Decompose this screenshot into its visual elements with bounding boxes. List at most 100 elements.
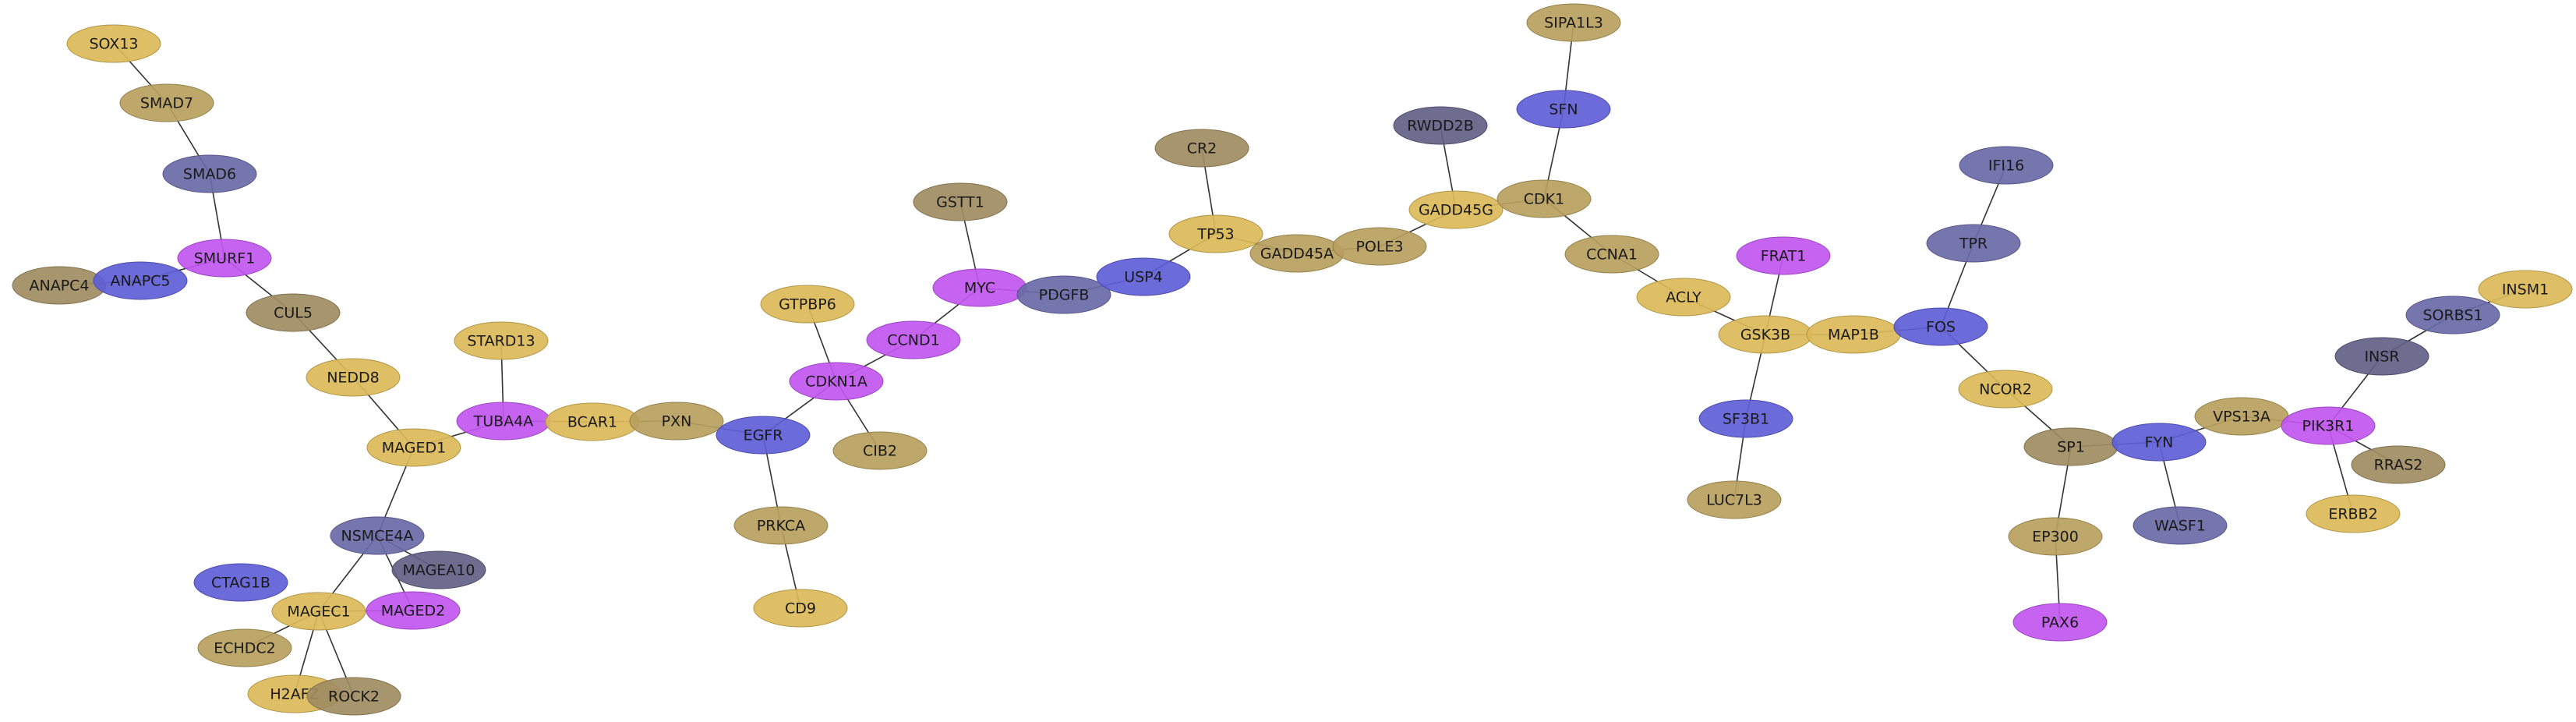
node-shape[interactable] — [366, 428, 461, 467]
node-shape[interactable] — [197, 628, 292, 667]
node-sorbs1[interactable]: SORBS1 — [2405, 296, 2500, 334]
node-wasf1[interactable]: WASF1 — [2133, 506, 2228, 545]
node-cr2[interactable]: CR2 — [1154, 129, 1249, 168]
node-shape[interactable] — [2306, 494, 2401, 533]
node-shape[interactable] — [1016, 275, 1111, 314]
node-pik3r1[interactable]: PIK3R1 — [2281, 406, 2376, 445]
node-ifi16[interactable]: IFI16 — [1959, 146, 2054, 185]
node-shape[interactable] — [1698, 399, 1793, 438]
node-shape[interactable] — [2478, 270, 2573, 309]
node-gadd45g[interactable]: GADD45G — [1408, 190, 1504, 229]
node-shape[interactable] — [306, 358, 401, 397]
node-sf3b1[interactable]: SF3B1 — [1698, 399, 1793, 438]
node-shape[interactable] — [246, 293, 341, 332]
node-rock2[interactable]: ROCK2 — [306, 677, 401, 716]
node-shape[interactable] — [1959, 146, 2054, 185]
node-shape[interactable] — [629, 402, 724, 441]
node-sipa1l3[interactable]: SIPA1L3 — [1526, 3, 1621, 42]
node-shape[interactable] — [1516, 90, 1611, 129]
node-nsmce4a[interactable]: NSMCE4A — [330, 516, 425, 555]
node-smurf1[interactable]: SMURF1 — [177, 239, 272, 278]
node-cib2[interactable]: CIB2 — [832, 431, 928, 470]
node-shape[interactable] — [1408, 190, 1504, 229]
node-tuba4a[interactable]: TUBA4A — [456, 402, 551, 441]
node-shape[interactable] — [1736, 236, 1831, 275]
node-shape[interactable] — [789, 362, 884, 401]
node-frat1[interactable]: FRAT1 — [1736, 236, 1831, 275]
node-pxn[interactable]: PXN — [629, 402, 724, 441]
node-shape[interactable] — [119, 83, 214, 122]
node-shape[interactable] — [2111, 423, 2207, 462]
node-shape[interactable] — [2133, 506, 2228, 545]
node-rwdd2b[interactable]: RWDD2B — [1393, 106, 1488, 145]
node-shape[interactable] — [1496, 179, 1592, 218]
node-insr[interactable]: INSR — [2334, 337, 2429, 376]
node-tpr[interactable]: TPR — [1926, 224, 2021, 263]
node-shape[interactable] — [716, 416, 811, 455]
node-shape[interactable] — [2281, 406, 2376, 445]
node-shape[interactable] — [1958, 370, 2053, 409]
node-shape[interactable] — [1893, 307, 1988, 346]
node-acly[interactable]: ACLY — [1636, 278, 1731, 317]
node-tp53[interactable]: TP53 — [1168, 214, 1263, 253]
node-ccna1[interactable]: CCNA1 — [1564, 235, 1659, 274]
node-shape[interactable] — [366, 591, 461, 630]
node-smad6[interactable]: SMAD6 — [162, 154, 257, 193]
node-shape[interactable] — [1096, 257, 1191, 296]
node-shape[interactable] — [760, 285, 855, 324]
node-egfr[interactable]: EGFR — [716, 416, 811, 455]
node-shape[interactable] — [753, 589, 848, 628]
node-shape[interactable] — [1393, 106, 1488, 145]
node-sfn[interactable]: SFN — [1516, 90, 1611, 129]
node-ccnd1[interactable]: CCND1 — [866, 320, 961, 359]
node-magea10[interactable]: MAGEA10 — [391, 550, 486, 589]
node-shape[interactable] — [1564, 235, 1659, 274]
node-shape[interactable] — [832, 431, 928, 470]
node-shape[interactable] — [1526, 3, 1621, 42]
node-pdgfb[interactable]: PDGFB — [1016, 275, 1111, 314]
node-magec1[interactable]: MAGEC1 — [271, 592, 366, 631]
node-pax6[interactable]: PAX6 — [2012, 603, 2108, 642]
node-sp1[interactable]: SP1 — [2023, 427, 2118, 466]
node-sox13[interactable]: SOX13 — [66, 24, 161, 63]
node-ep300[interactable]: EP300 — [2008, 517, 2103, 556]
node-shape[interactable] — [93, 261, 188, 300]
node-pole3[interactable]: POLE3 — [1332, 227, 1427, 266]
node-stard13[interactable]: STARD13 — [454, 321, 549, 360]
node-fos[interactable]: FOS — [1893, 307, 1988, 346]
node-shape[interactable] — [454, 321, 549, 360]
node-shape[interactable] — [306, 677, 401, 716]
node-anapc4[interactable]: ANAPC4 — [12, 266, 107, 305]
node-shape[interactable] — [177, 239, 272, 278]
node-gstt1[interactable]: GSTT1 — [913, 182, 1008, 221]
node-map1b[interactable]: MAP1B — [1806, 315, 1901, 354]
node-rras2[interactable]: RRAS2 — [2351, 445, 2446, 484]
node-vps13a[interactable]: VPS13A — [2194, 397, 2289, 436]
node-smad7[interactable]: SMAD7 — [119, 83, 214, 122]
node-cdkn1a[interactable]: CDKN1A — [789, 362, 884, 401]
node-shape[interactable] — [2012, 603, 2108, 642]
node-shape[interactable] — [391, 550, 486, 589]
node-shape[interactable] — [193, 563, 288, 602]
node-cul5[interactable]: CUL5 — [246, 293, 341, 332]
node-shape[interactable] — [2008, 517, 2103, 556]
node-shape[interactable] — [1154, 129, 1249, 168]
node-shape[interactable] — [2334, 337, 2429, 376]
node-shape[interactable] — [66, 24, 161, 63]
node-erbb2[interactable]: ERBB2 — [2306, 494, 2401, 533]
node-gadd45a[interactable]: GADD45A — [1249, 234, 1345, 273]
node-maged1[interactable]: MAGED1 — [366, 428, 461, 467]
node-shape[interactable] — [330, 516, 425, 555]
node-fyn[interactable]: FYN — [2111, 423, 2207, 462]
node-luc7l3[interactable]: LUC7L3 — [1687, 480, 1782, 519]
node-ctag1b[interactable]: CTAG1B — [193, 563, 288, 602]
node-bcar1[interactable]: BCAR1 — [545, 402, 640, 441]
node-nedd8[interactable]: NEDD8 — [306, 358, 401, 397]
node-cd9[interactable]: CD9 — [753, 589, 848, 628]
node-cdk1[interactable]: CDK1 — [1496, 179, 1592, 218]
node-maged2[interactable]: MAGED2 — [366, 591, 461, 630]
node-usp4[interactable]: USP4 — [1096, 257, 1191, 296]
node-echdc2[interactable]: ECHDC2 — [197, 628, 292, 667]
node-ncor2[interactable]: NCOR2 — [1958, 370, 2053, 409]
node-myc[interactable]: MYC — [932, 268, 1027, 307]
